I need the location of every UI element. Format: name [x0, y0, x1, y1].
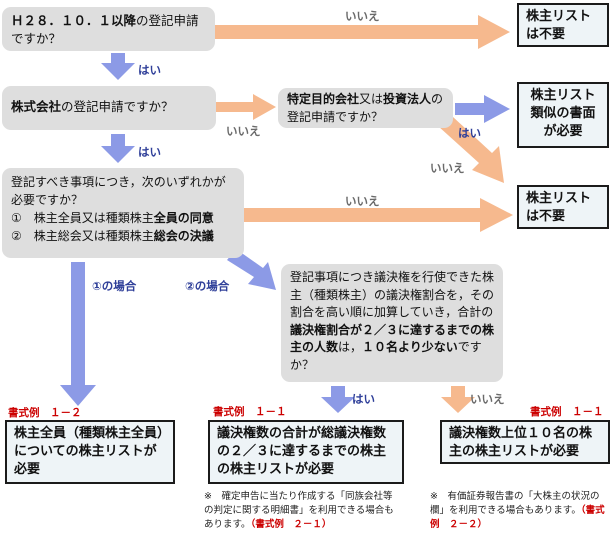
question-consent-resolution: 登記すべき事項につき，次のいずれかが必要ですか？ ① 株主全員又は種類株主全員の… — [2, 168, 244, 258]
question-stock-company: 株式会社の登記申請ですか？ — [2, 86, 216, 130]
no-label-q1: いいえ — [345, 9, 380, 23]
yes-label-q2: はい — [138, 145, 161, 159]
result-all-shareholders: 株主全員（種類株主全員）についての株主リストが必要 — [5, 420, 175, 484]
no-label-q4: いいえ — [345, 194, 380, 208]
form-ref-1-1-a: 書式例 １－１ — [213, 406, 287, 418]
no-label-q2: いいえ — [226, 124, 261, 138]
form-ref-1-1-b: 書式例 １－１ — [530, 406, 604, 418]
yes-label-q5: はい — [352, 392, 375, 406]
option-2: ② 株主総会又は種類株主総会の決議 — [11, 229, 214, 243]
case2-arrow — [227, 249, 276, 290]
yes-label-q1: はい — [138, 63, 161, 77]
question-special-purpose: 特定目的会社又は投資法人の登記申請ですか？ — [278, 88, 453, 128]
no-arrow-q5-r6 — [441, 386, 475, 413]
result-two-thirds: 議決権数の合計が総議決権数の２／３に達するまでの株主の株主リストが必要 — [208, 420, 404, 484]
no-arrow-q1-r1 — [215, 15, 510, 49]
no-arrow-q2-q3 — [216, 94, 276, 120]
question-date: Ｈ２８．１０．１以降の登記申請ですか？ — [2, 7, 215, 51]
question-voting-share: 登記事項につき議決権を行使できた株主（種類株主）の議決権割合を，その割合を高い順… — [281, 264, 503, 382]
no-arrow-q3-r3 — [438, 117, 504, 183]
yes-arrow-q1-q2 — [101, 53, 135, 80]
case1-arrow — [60, 262, 96, 406]
yes-label-q3: はい — [458, 126, 481, 140]
form-ref-1-2: 書式例 １－２ — [8, 407, 82, 419]
note-securities-report: ※ 有価証券報告書の「大株主の状況の欄」を利用できる場合もあります。（書式例 ２… — [430, 491, 605, 530]
option-1: ① 株主全員又は種類株主全員の同意 — [11, 211, 214, 225]
case2-label: ②の場合 — [185, 279, 230, 293]
yes-arrow-q5-r5 — [321, 386, 355, 413]
no-arrow-q4-r3 — [244, 198, 513, 232]
yes-arrow-q2-q4 — [101, 134, 135, 163]
result-top-ten: 議決権数上位１０名の株主の株主リストが必要 — [440, 420, 610, 464]
case1-label: ①の場合 — [92, 279, 137, 293]
no-label-q3: いいえ — [430, 161, 465, 175]
result-not-required-1: 株主リストは不要 — [517, 3, 609, 47]
no-label-q5: いいえ — [470, 392, 505, 406]
yes-arrow-q3-r2 — [455, 95, 510, 123]
note-family-company: ※ 確定申告に当たり作成する「同族会社等の判定に関する明細書」を利用できる場合も… — [204, 491, 394, 530]
result-not-required-2: 株主リストは不要 — [517, 185, 609, 229]
result-similar-document: 株主リスト類似の書面が必要 — [517, 82, 609, 148]
